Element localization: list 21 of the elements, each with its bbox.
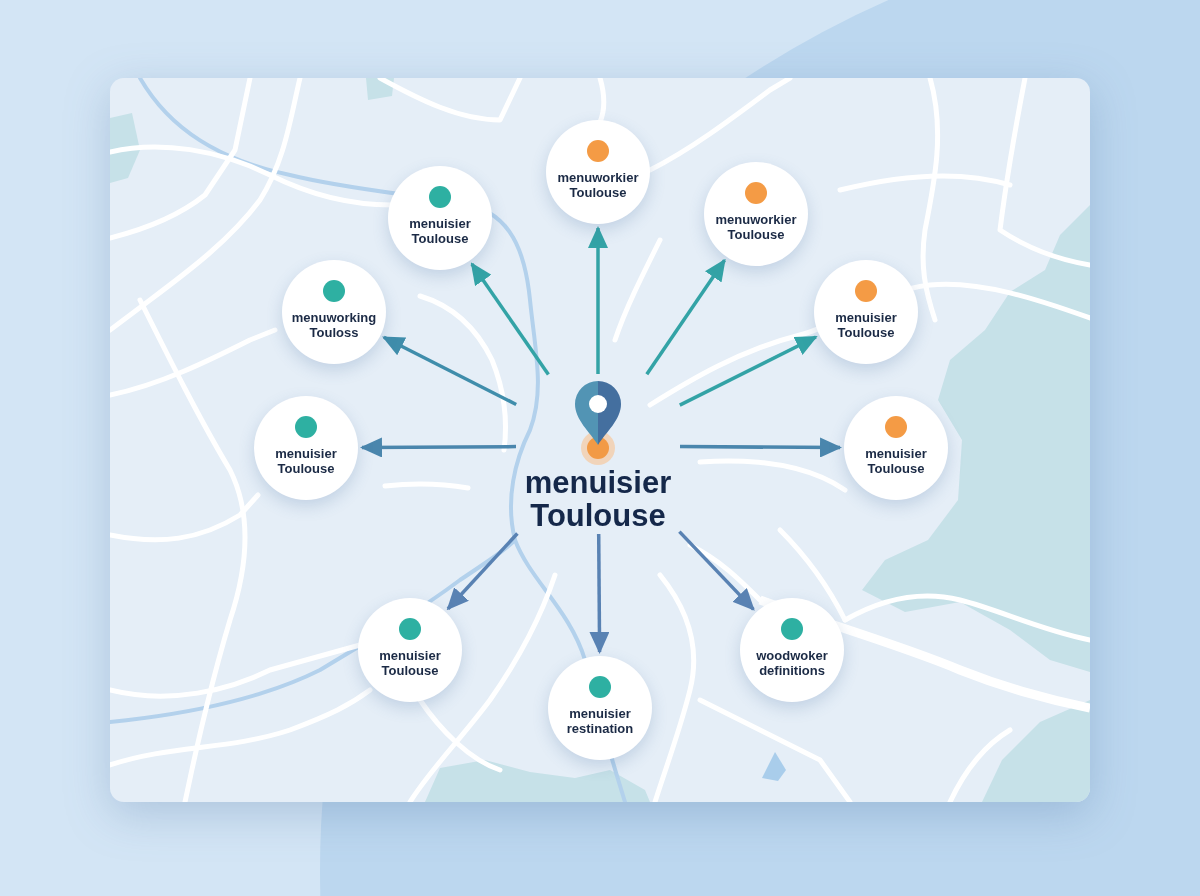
node-label: menuisier Toulouse bbox=[378, 648, 442, 678]
node-label: menuworkier Toulouse bbox=[714, 212, 798, 242]
arrow bbox=[446, 532, 519, 611]
node-label: menuworking Touloss bbox=[290, 310, 378, 340]
arrow bbox=[589, 534, 610, 654]
arrow bbox=[382, 335, 517, 407]
arrow bbox=[470, 262, 550, 376]
node-label: menuisier Toulouse bbox=[834, 310, 898, 340]
arrow bbox=[678, 530, 755, 611]
arrow bbox=[588, 226, 608, 374]
node-label: menuisier Toulouse bbox=[864, 446, 928, 476]
center-title: menuisier Toulouse bbox=[523, 466, 673, 532]
node-label: woodwoker definitions bbox=[755, 648, 829, 678]
arrow bbox=[679, 335, 818, 407]
node-label: menuisier restination bbox=[565, 706, 635, 736]
arrow bbox=[360, 437, 516, 458]
arrow bbox=[645, 258, 726, 376]
node-label: menuisier Toulouse bbox=[408, 216, 472, 246]
node-label: menuisier Toulouse bbox=[274, 446, 338, 476]
arrow bbox=[680, 437, 842, 458]
node-label: menuworkier Toulouse bbox=[556, 170, 640, 200]
